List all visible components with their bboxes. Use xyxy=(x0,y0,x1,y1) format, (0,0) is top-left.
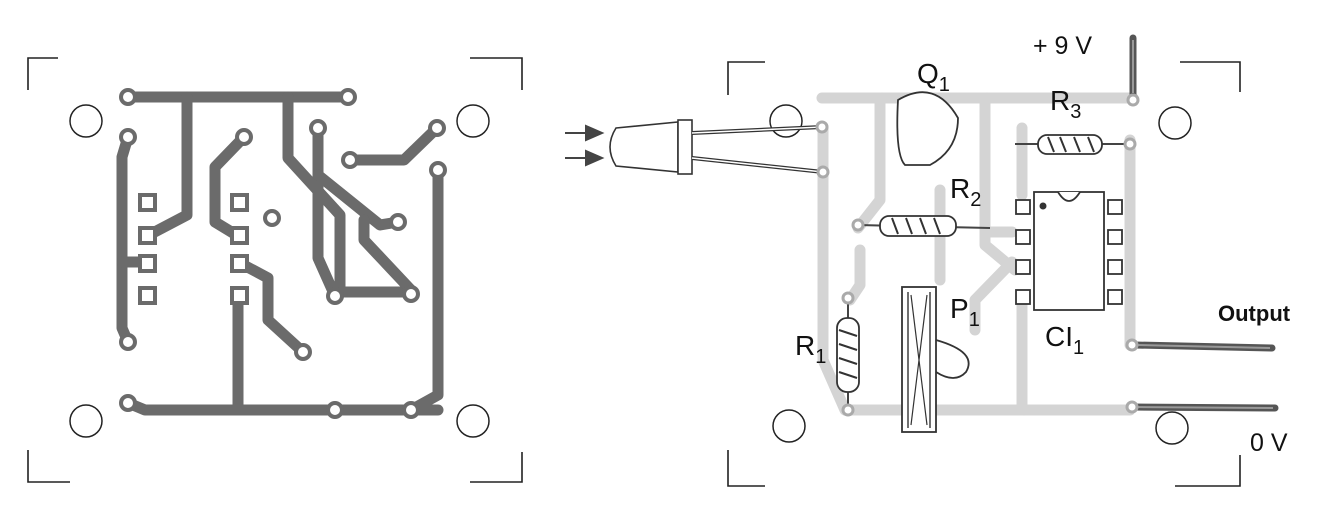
label-r3: R3 xyxy=(1050,85,1081,123)
photo-sensor-led xyxy=(609,119,824,175)
corner-marks-right xyxy=(727,61,1241,487)
light-arrows xyxy=(565,124,605,167)
ground-wire xyxy=(1128,403,1279,412)
label-ci1: CI1 xyxy=(1045,321,1084,359)
component-pads xyxy=(815,93,1140,417)
label-r1: R1 xyxy=(795,330,826,368)
label-supply: + 9 V xyxy=(1033,32,1092,60)
pcb-component-side: Q1 R3 R2 R1 P1 CI1 + 9 V Output 0 V xyxy=(565,32,1291,487)
resistor-r2 xyxy=(857,215,991,237)
mounting-holes-left xyxy=(69,104,490,438)
output-wire xyxy=(1131,341,1276,352)
resistor-r3 xyxy=(1015,134,1130,155)
label-p1: P1 xyxy=(950,293,980,331)
ghost-tracks xyxy=(816,92,1139,416)
label-ground: 0 V xyxy=(1250,429,1288,457)
solder-pads xyxy=(119,88,447,419)
label-output: Output xyxy=(1218,301,1291,326)
ic-square-pads xyxy=(138,193,249,305)
label-q1: Q1 xyxy=(917,58,950,96)
transistor-q1 xyxy=(896,91,959,166)
corner-marks-left xyxy=(27,57,523,483)
copper-traces xyxy=(116,91,444,416)
ic-ci1 xyxy=(1015,191,1123,311)
component-labels: Q1 R3 R2 R1 P1 CI1 + 9 V Output 0 V xyxy=(795,32,1291,457)
label-r2: R2 xyxy=(950,173,981,211)
trimmer-p1 xyxy=(901,286,970,433)
resistor-r1 xyxy=(836,298,860,410)
pcb-foil-side xyxy=(27,57,523,483)
